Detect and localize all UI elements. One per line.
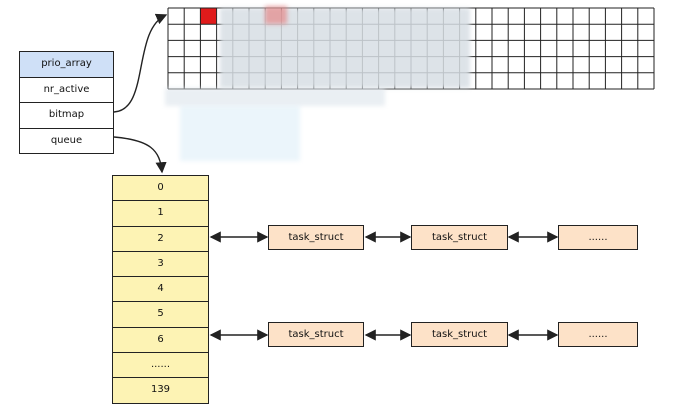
queue-cell: 4 — [113, 276, 208, 301]
queue-cell: 6 — [113, 326, 208, 352]
queue-pointer-arrow — [113, 136, 167, 174]
queue-cell: ...... — [113, 352, 208, 377]
queue-cell: 3 — [113, 250, 208, 276]
blurred-overlay-lower — [165, 88, 385, 106]
task-struct-box: task_struct — [411, 322, 508, 347]
task-struct-box: task_struct — [411, 225, 508, 250]
queue-cell: 0 — [157, 182, 164, 193]
blurred-overlay-fade — [180, 106, 300, 161]
struct-header: prio_array — [20, 52, 113, 77]
prio-array-struct: prio_array nr_active bitmap queue — [19, 51, 114, 154]
field-bitmap: bitmap — [20, 102, 113, 128]
blurred-overlay — [220, 8, 470, 88]
task-struct-box: task_struct — [268, 322, 364, 347]
queue-cell: 139 — [113, 377, 208, 402]
field-nr-active: nr_active — [20, 76, 113, 103]
queue-cell: 1 — [113, 200, 208, 225]
task-struct-box: task_struct — [268, 225, 364, 250]
bitmap-set-bit — [200, 8, 217, 25]
field-queue: queue — [20, 127, 113, 154]
queue-array: 0 1 2 3 4 5 6 ...... 139 — [112, 175, 209, 404]
task-ellipsis-box: ...... — [558, 225, 638, 250]
queue-cell: 5 — [113, 301, 208, 326]
queue-cell: 2 — [113, 225, 208, 251]
bitmap-pointer-arrow — [113, 13, 168, 113]
blurred-overlay-red — [265, 6, 287, 24]
task-ellipsis-box: ...... — [558, 322, 638, 347]
